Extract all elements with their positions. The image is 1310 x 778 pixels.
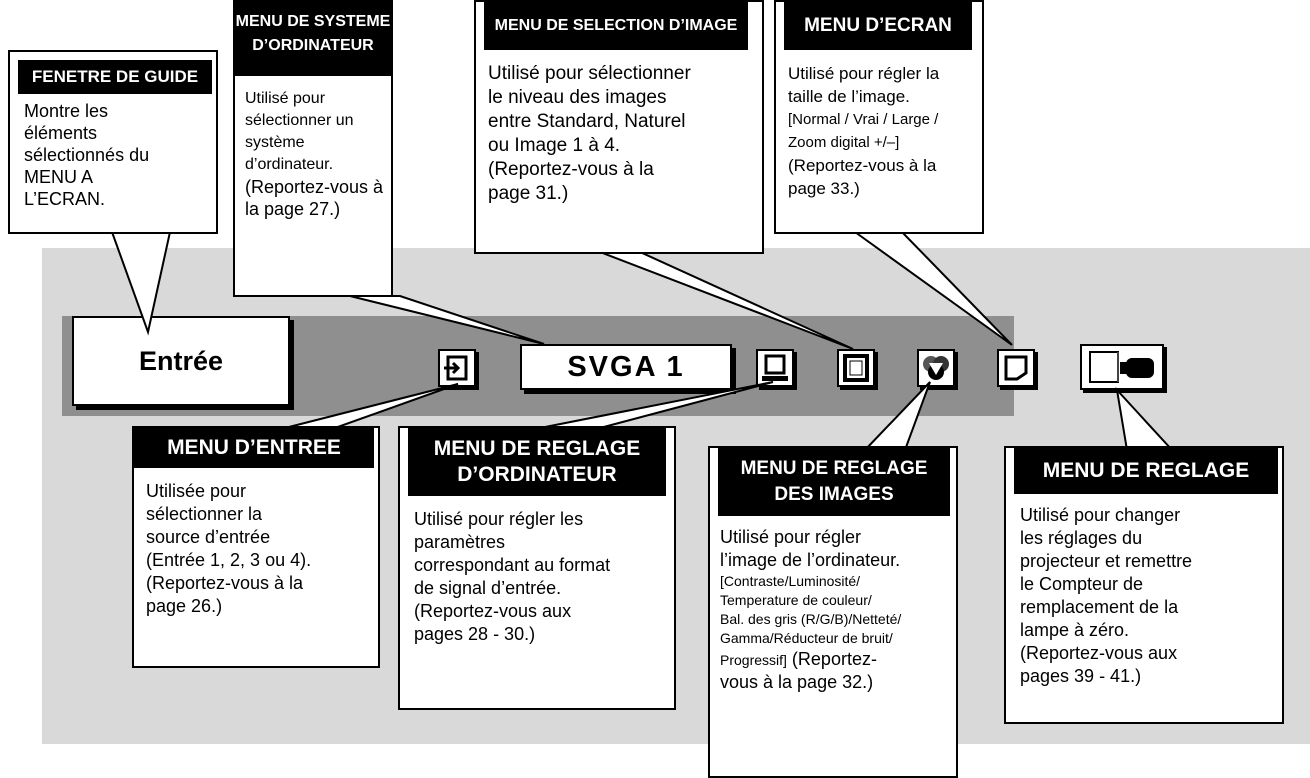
screen-callout-title: MENU D’ECRAN xyxy=(784,2,972,50)
setting-leader xyxy=(1115,386,1175,451)
input-leader xyxy=(284,383,459,429)
guide-window: Entrée xyxy=(72,316,290,406)
image-adjust-icon[interactable] xyxy=(917,349,955,387)
guide-callout-title: FENETRE DE GUIDE xyxy=(18,60,212,94)
system-leader xyxy=(349,295,545,345)
image-select-callout: MENU DE SELECTION D’IMAGE Utilisé pour s… xyxy=(474,0,764,254)
guide-leader xyxy=(110,231,172,336)
computer-system-text: SVGA 1 xyxy=(567,350,685,383)
computer-adjust-icon[interactable] xyxy=(756,349,794,387)
input-menu-icon[interactable] xyxy=(438,349,476,387)
computer-adjust-leader xyxy=(539,381,774,429)
screen-leader xyxy=(851,231,1013,346)
screen-icon[interactable] xyxy=(997,349,1035,387)
computer-system-display[interactable]: SVGA 1 xyxy=(520,344,732,390)
input-callout-title: MENU D’ENTREE xyxy=(134,428,374,468)
guide-window-text: Entrée xyxy=(138,345,224,376)
image-select-callout-title: MENU DE SELECTION D’IMAGE xyxy=(484,2,748,50)
setting-icon[interactable] xyxy=(1080,344,1164,390)
image-select-icon[interactable] xyxy=(837,349,875,387)
image-select-leader xyxy=(599,251,854,350)
image-adjust-leader xyxy=(862,381,931,451)
setting-callout-title: MENU DE REGLAGE xyxy=(1014,448,1278,494)
